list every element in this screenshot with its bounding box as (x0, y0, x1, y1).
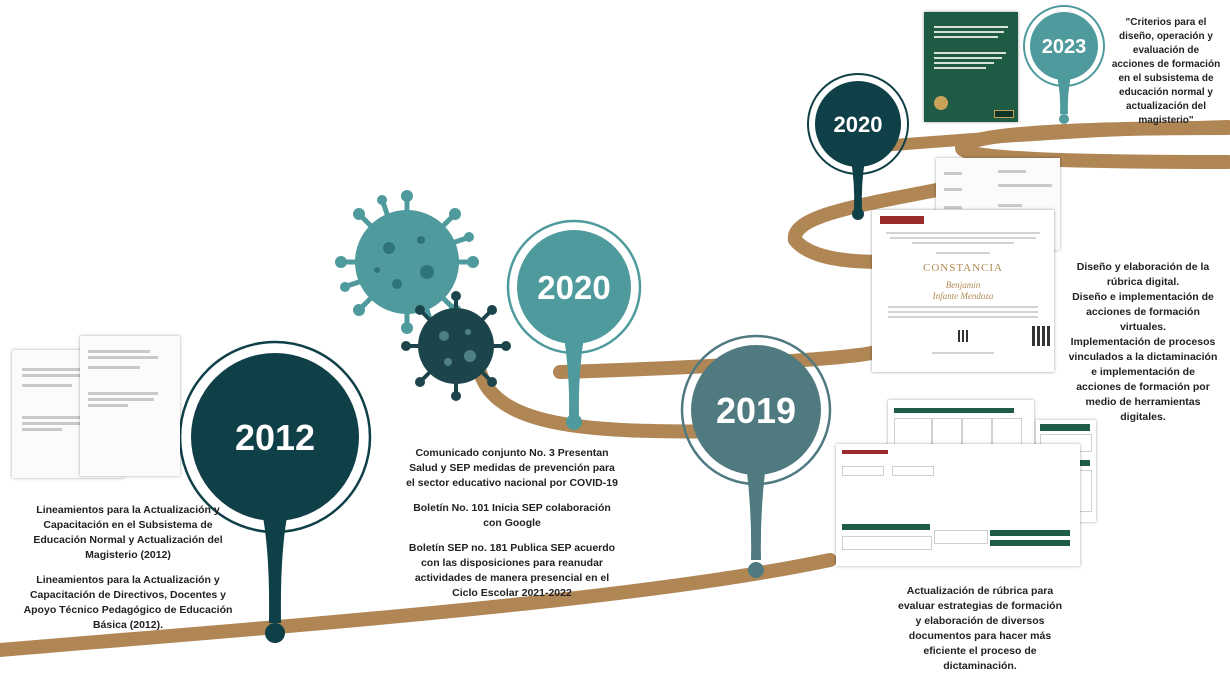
description-2012: Lineamientos para la Actualización y Cap… (23, 504, 233, 631)
milestone-pin-2020-top: 2020 (807, 73, 909, 220)
qr-code-icon (958, 330, 970, 342)
emblem-icon (934, 96, 948, 110)
timeline-path-upper (874, 120, 1230, 152)
document-thumbnail-2012-b (80, 336, 180, 476)
certificate-recipient: Benjamín Infante Mendoza (932, 280, 994, 301)
milestone-label-2019: 2019 (716, 390, 796, 431)
milestone-label-2012: 2012 (235, 417, 315, 458)
virus-small-icon (401, 291, 511, 401)
milestone-label-2020-covid: 2020 (537, 269, 610, 306)
certificate-title: CONSTANCIA (922, 262, 1003, 274)
certificate-thumbnail: CONSTANCIA Benjamín Infante Mendoza (872, 210, 1054, 372)
milestone-pin-2020-covid: 2020 (506, 219, 642, 430)
description-2020-covid: Comunicado conjunto No. 3 Presentan Salu… (406, 447, 618, 599)
criteria-document-cover (924, 12, 1018, 122)
virus-large-icon (335, 190, 479, 334)
milestone-label-2020-top: 2020 (834, 112, 883, 137)
description-2020-top: Diseño y elaboración de la rúbrica digit… (1068, 261, 1218, 423)
milestone-label-2023: 2023 (1042, 36, 1087, 58)
milestone-pin-2012: 2012 (178, 340, 372, 643)
qr-code-icon-side (1032, 326, 1052, 346)
milestone-pin-2019: 2019 (680, 334, 832, 578)
description-2023: "Criterios para el diseño, operación y e… (1111, 17, 1221, 126)
year-badge (994, 110, 1014, 118)
government-logo (880, 216, 924, 224)
rubric-form-document (836, 444, 1080, 566)
milestone-pin-2023: 2023 (1023, 5, 1105, 124)
